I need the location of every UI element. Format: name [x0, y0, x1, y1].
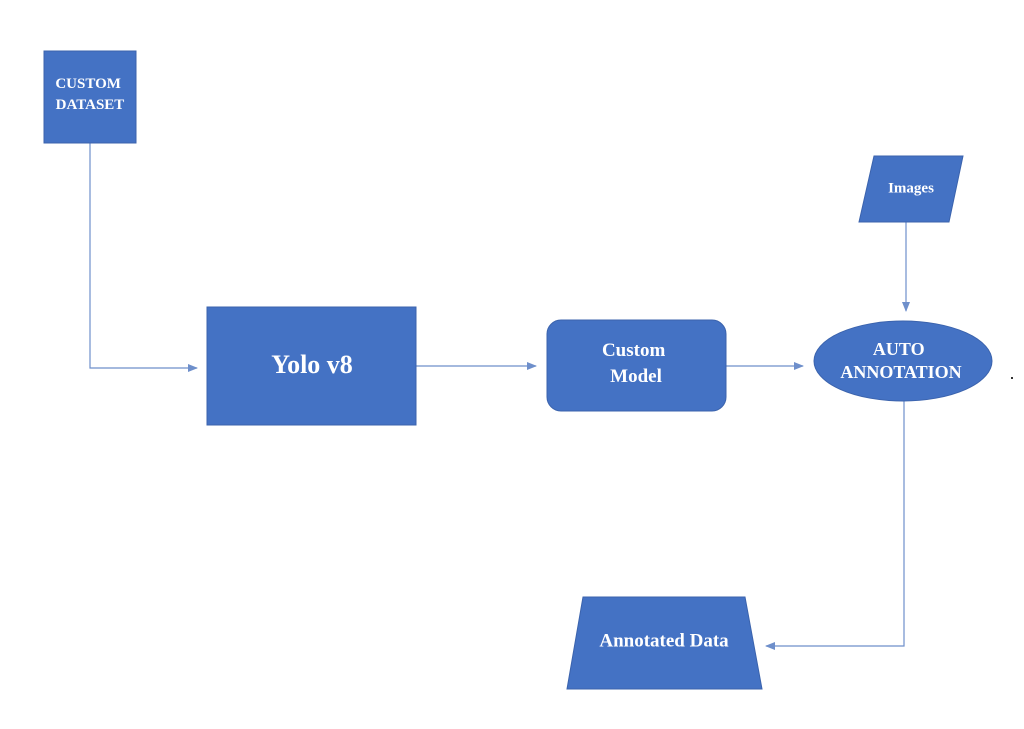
connectors: [89, 143, 910, 650]
custom-dataset-box: [43, 50, 137, 144]
node-custom-model: Custom Model: [546, 319, 727, 412]
yolo-box: [206, 306, 417, 426]
auto-annotation-label: AUTO ANNOTATION: [840, 339, 961, 382]
custom-model-label-line-1: Custom: [602, 340, 666, 361]
stray-dot: [1011, 377, 1013, 379]
edge-auto-annotation-to-annotated-data: [765, 400, 905, 650]
images-label: Images: [888, 180, 934, 196]
custom-model-label: Custom Model: [602, 340, 670, 387]
custom-dataset-label-line-1: CUSTOM: [55, 76, 121, 92]
auto-annotation-label-line-2: ANNOTATION: [840, 362, 961, 382]
node-custom-dataset: CUSTOM DATASET: [43, 50, 137, 144]
edge-dataset-to-yolo: [89, 143, 198, 372]
annotated-data-label: Annotated Data: [599, 630, 729, 651]
annotated-data-trapezoid: [566, 596, 763, 690]
yolo-label: Yolo v8: [271, 350, 353, 379]
images-parallelogram: [858, 155, 964, 223]
node-annotated-data: Annotated Data: [566, 596, 763, 690]
custom-model-box: [546, 319, 727, 412]
node-yolo: Yolo v8: [206, 306, 417, 426]
node-images: Images: [858, 155, 964, 223]
auto-annotation-label-line-1: AUTO: [873, 339, 925, 359]
node-auto-annotation: AUTO ANNOTATION: [813, 320, 993, 402]
auto-annotation-ellipse: [813, 320, 993, 402]
custom-model-label-line-2: Model: [610, 366, 662, 387]
custom-dataset-label: CUSTOM DATASET: [55, 76, 124, 113]
custom-dataset-label-line-2: DATASET: [56, 97, 125, 113]
